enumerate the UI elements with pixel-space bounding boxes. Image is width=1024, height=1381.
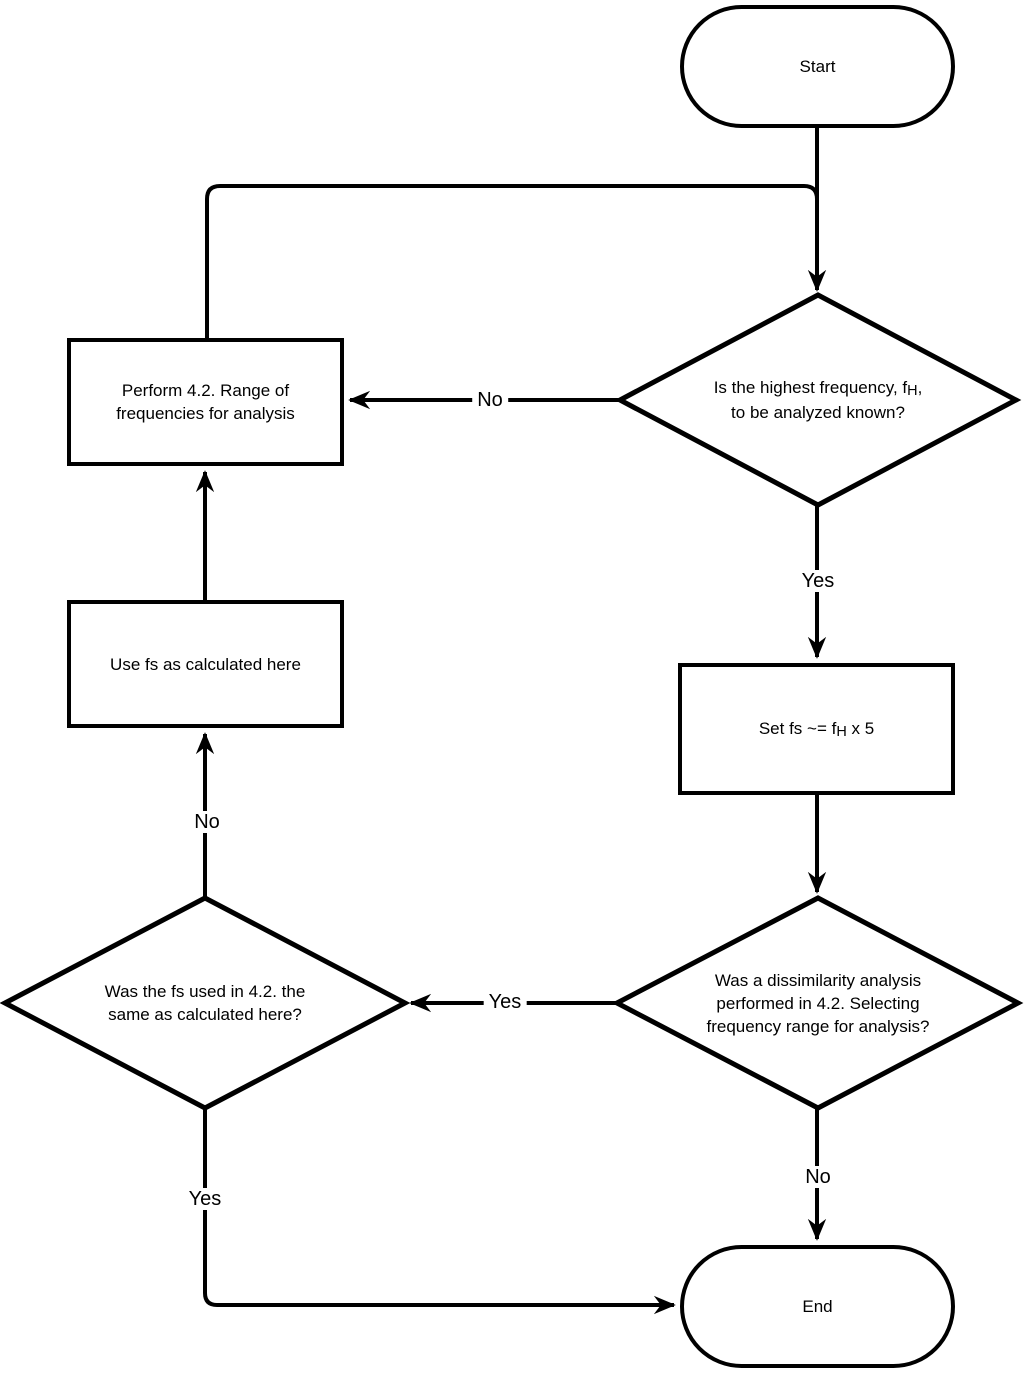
end-node: End xyxy=(680,1245,955,1368)
decision-dissimilarity-shape xyxy=(611,895,1024,1111)
start-node: Start xyxy=(680,5,955,128)
edge-label-no-fs-same: No xyxy=(189,811,225,833)
decision-freq-line1-pre: Is the highest frequency, f xyxy=(713,378,908,397)
decision-dissimilarity-line2: performed in 4.2. Selecting xyxy=(716,993,920,1013)
start-node-label: Start xyxy=(799,57,836,76)
decision-dissimilarity-text: Was a dissimilarity analysis performed i… xyxy=(648,953,988,1053)
decision-freq-line2: to be analyzed known? xyxy=(731,403,905,422)
process-perform-range-line1: Perform 4.2. Range of xyxy=(121,381,290,400)
decision-freq-line1-subscript: H xyxy=(907,383,918,400)
edge-decision-fs-same-yes xyxy=(203,1108,676,1315)
process-set-fs-pre: Set fs ~= f xyxy=(758,718,837,738)
edge-label-no-freq-known: No xyxy=(472,389,508,411)
edge-perform-loop-back xyxy=(205,184,819,338)
process-perform-range-line2: frequencies for analysis xyxy=(116,404,295,423)
decision-freq-line1-post: , xyxy=(917,378,923,397)
edge-label-yes-dissimilarity: Yes xyxy=(483,991,527,1013)
decision-fs-same-shape xyxy=(0,895,411,1111)
edge-label-yes-freq-known: Yes xyxy=(796,570,840,592)
decision-highest-frequency-shape xyxy=(614,292,1022,508)
decision-dissimilarity-line3: frequency range for analysis? xyxy=(706,1016,930,1036)
process-set-fs-post: x 5 xyxy=(846,718,875,738)
decision-dissimilarity-line1: Was a dissimilarity analysis xyxy=(714,970,922,990)
process-use-fs-label: Use fs as calculated here xyxy=(110,654,301,674)
process-use-fs: Use fs as calculated here xyxy=(67,600,344,728)
decision-fs-same-line2: same as calculated here? xyxy=(108,1005,302,1024)
edge-label-no-dissimilarity: No xyxy=(800,1166,836,1188)
decision-highest-frequency-text: Is the highest frequency, fH, to be anal… xyxy=(648,352,988,448)
decision-fs-same-text: Was the fs used in 4.2. the same as calc… xyxy=(45,957,365,1049)
process-set-fs-subscript: H xyxy=(836,723,847,740)
edge-label-yes-fs-same: Yes xyxy=(183,1188,227,1210)
process-perform-range: Perform 4.2. Range of frequencies for an… xyxy=(67,338,344,466)
process-set-fs: Set fs ~= fH x 5 xyxy=(678,663,955,795)
decision-fs-same-line1: Was the fs used in 4.2. the xyxy=(104,982,306,1001)
end-node-label: End xyxy=(802,1297,833,1316)
